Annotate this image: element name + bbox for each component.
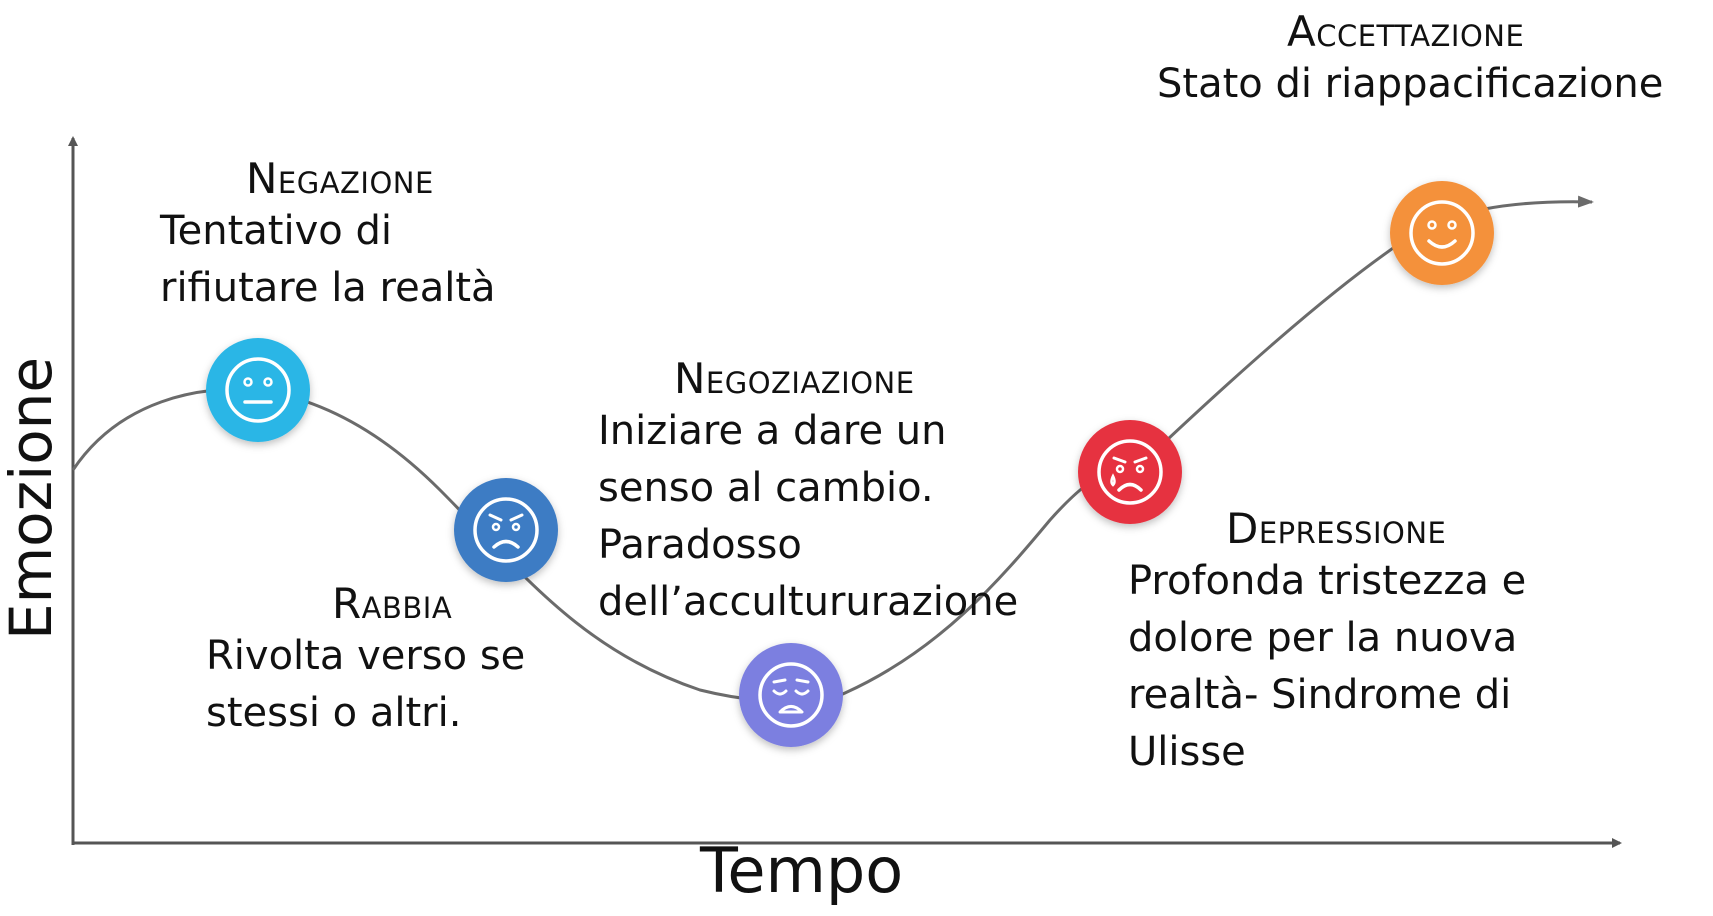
stage-title: Negazione	[246, 154, 434, 203]
stage-description-line: Stato di riappacificazione	[1157, 61, 1664, 108]
stage-accettazione: Accettazione Stato di riappacificazione	[1157, 7, 1663, 113]
stage-description: Profonda tristezza e dolore per la nuova…	[1128, 553, 1526, 780]
stage-title: Rabbia	[332, 579, 453, 628]
stage-description: Tentativo di rifiutare la realtà	[160, 203, 496, 317]
face-neutral-icon	[206, 338, 310, 442]
stage-description-line: stessi o altri.	[206, 690, 462, 737]
stage-depressione: Depressione Profonda tristezza e dolore …	[1128, 504, 1526, 780]
stage-description: Iniziare a dare un senso al cambio. Para…	[598, 403, 1018, 630]
stage-description-line: Tentativo di	[160, 208, 392, 255]
face-crying-icon	[1078, 420, 1182, 524]
stage-description-line: senso al cambio.	[598, 465, 934, 512]
stage-description-line: Rivolta verso se	[206, 633, 526, 680]
stage-description-line: dell’accultururazione	[598, 578, 1019, 625]
stage-description-line: Profonda tristezza e	[1128, 558, 1527, 605]
x-axis-label: Tempo	[700, 834, 904, 907]
face-happy-icon	[1390, 181, 1494, 285]
stage-description: Rivolta verso se stessi o altri.	[206, 628, 525, 742]
stage-description-line: dolore per la nuova	[1128, 615, 1518, 662]
stage-description-line: Ulisse	[1128, 728, 1246, 775]
stage-title: Accettazione	[1287, 7, 1525, 56]
stage-rabbia: Rabbia Rivolta verso se stessi o altri.	[206, 579, 525, 742]
stage-title: Negoziazione	[674, 354, 915, 403]
stage-negazione: Negazione Tentativo di rifiutare la real…	[160, 154, 496, 317]
face-sad-icon	[739, 643, 843, 747]
face-angry-icon	[454, 478, 558, 582]
stage-description-line: realtà- Sindrome di	[1128, 671, 1512, 718]
emotion-curve	[71, 195, 1594, 704]
stage-description-line: Paradosso	[598, 521, 802, 568]
stage-description-line: rifiutare la realtà	[160, 265, 496, 312]
y-axis-label: Emozione	[0, 356, 65, 640]
stage-negoziazione: Negoziazione Iniziare a dare un senso al…	[598, 354, 1018, 630]
stage-title: Depressione	[1226, 504, 1447, 553]
stage-description-line: Iniziare a dare un	[598, 408, 947, 455]
stage-description: Stato di riappacificazione	[1157, 56, 1663, 113]
